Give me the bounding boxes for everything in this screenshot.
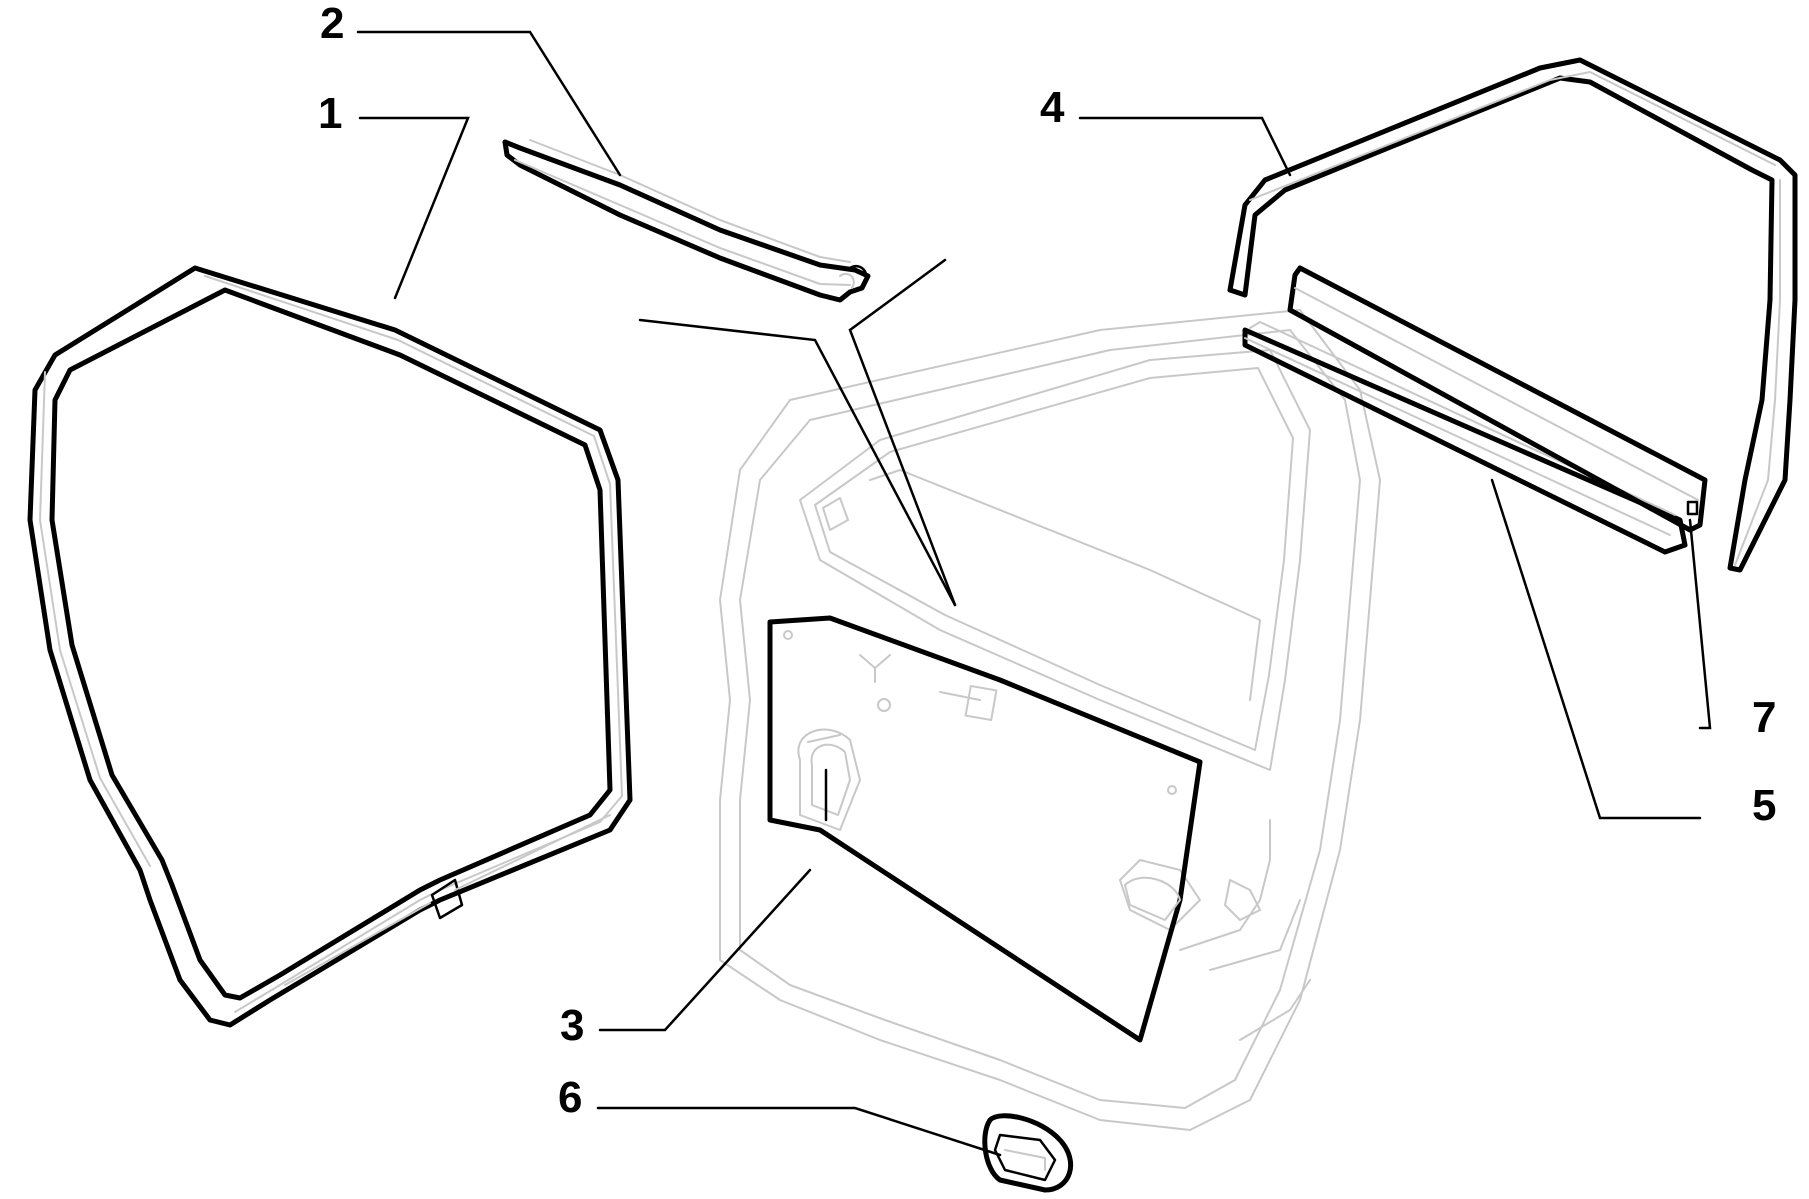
- leader-lines: [356, 30, 1712, 1157]
- callout-2: 2: [320, 0, 344, 48]
- part-4-window-channel: [1227, 57, 1798, 573]
- callout-6: 6: [558, 1073, 582, 1122]
- part-1-door-seal: [27, 265, 633, 1028]
- callout-5: 5: [1752, 781, 1776, 830]
- part-6-plug: [982, 1113, 1074, 1193]
- callout-4: 4: [1040, 83, 1065, 132]
- callout-labels: 1 2 3 4 5 6 7: [318, 0, 1776, 1122]
- part-3-door-panel: [767, 615, 1203, 1043]
- callout-1: 1: [318, 89, 342, 138]
- part-2-trim-strip: [502, 139, 871, 303]
- callout-7: 7: [1752, 693, 1776, 742]
- door-frame-outline: [719, 309, 1381, 1131]
- part-5-lower-sill-strip: [1242, 321, 1688, 555]
- callout-3: 3: [560, 1001, 584, 1050]
